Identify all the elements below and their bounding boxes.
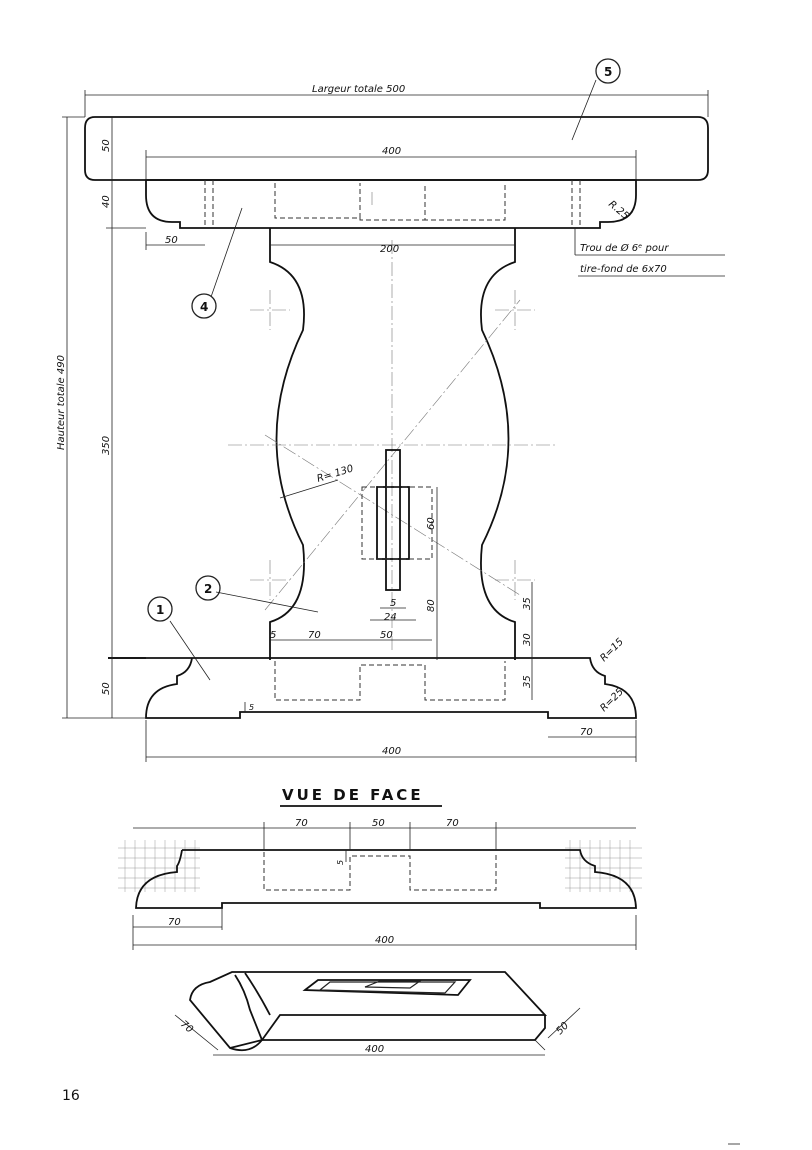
grid-left: [118, 840, 642, 892]
iso-height-label: 50: [554, 1020, 571, 1037]
iso-width-label: 400: [365, 1044, 384, 1055]
tenon-5-label: 5: [390, 598, 396, 609]
column-height-label: 350: [101, 436, 112, 455]
column-offset-label: 5: [270, 630, 276, 641]
part-2-label: 2: [204, 582, 212, 596]
rail-height-label: 40: [101, 195, 112, 208]
top-rail: [145, 179, 637, 229]
right-30-label: 30: [522, 633, 533, 646]
part-1-label: 1: [156, 603, 164, 617]
detail-70b-label: 70: [446, 818, 459, 829]
detail-70a-label: 70: [295, 818, 308, 829]
note-line1: Trou de Ø 6ᵉ pour: [580, 242, 669, 254]
base-foot: [108, 657, 637, 719]
total-height-label: Hauteur totale 490: [56, 355, 67, 450]
rail-end-label: 50: [165, 235, 178, 246]
base-mortises: [274, 661, 506, 701]
leader-lines: [169, 79, 597, 681]
part-balloons: [147, 58, 621, 622]
base-recess-label: 5: [249, 703, 254, 712]
tenon-60-label: 60: [426, 517, 437, 530]
center-lines: [228, 192, 555, 650]
tenon: [361, 449, 433, 591]
right-35b-label: 35: [522, 675, 533, 688]
rail-radius-label: R.25: [606, 199, 631, 222]
part-5-label: 5: [604, 65, 612, 79]
radius-25-label: R=25: [598, 686, 626, 714]
detail-width-label: 400: [375, 935, 394, 946]
note-line2: tire-fond de 6x70: [580, 264, 667, 275]
tenon-80-label: 80: [426, 599, 437, 612]
page-number: 16: [62, 1088, 80, 1104]
top-thickness-label: 50: [101, 139, 112, 152]
rail-mortises: [204, 180, 581, 228]
base-50-label: 50: [380, 630, 393, 641]
radius-15-label: R=15: [598, 636, 626, 664]
detail-depth-label: 5: [336, 860, 345, 865]
base-detail-mortises: [263, 852, 497, 891]
total-width-label: Largeur totale 500: [312, 84, 405, 95]
column-top-label: 200: [380, 244, 399, 255]
arc-radius-label: R= 130: [316, 463, 355, 485]
part-4-label: 4: [200, 300, 208, 314]
isometric-base: [189, 971, 548, 1052]
detail-foot-label: 70: [168, 917, 181, 928]
base-height-label: 50: [101, 682, 112, 695]
view-title: VUE DE FACE: [282, 786, 424, 804]
base-width-label: 400: [382, 746, 401, 757]
dimension-lines: [62, 90, 725, 762]
base-70-label: 70: [308, 630, 321, 641]
baluster-column: [269, 228, 516, 660]
table-top: [84, 116, 709, 181]
base-foot-label: 70: [580, 727, 593, 738]
iso-dimension-lines: [174, 1007, 581, 1056]
base-detail-profile: [135, 849, 637, 909]
iso-depth-label: 70: [178, 1019, 195, 1036]
detail-50-label: 50: [372, 818, 385, 829]
tenon-24-label: 24: [384, 612, 397, 623]
rail-width-label: 400: [382, 146, 401, 157]
detail-dimension-lines: [132, 822, 637, 950]
right-35a-label: 35: [522, 597, 533, 610]
